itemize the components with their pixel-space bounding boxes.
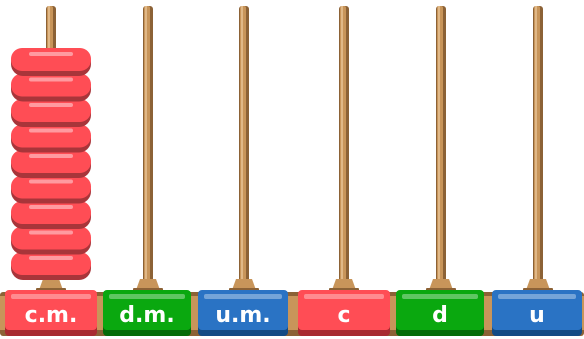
bead-highlight (29, 78, 73, 82)
place-box-highlight (11, 294, 91, 299)
bead[interactable] (11, 176, 91, 199)
place-label-6: u (529, 303, 545, 328)
place-label-2: d.m. (119, 303, 174, 328)
bead[interactable] (11, 150, 91, 173)
bead-highlight (29, 231, 73, 235)
bead-highlight (29, 154, 73, 158)
place-label-1: c.m. (25, 303, 78, 328)
place-box-highlight (204, 294, 282, 299)
bead-highlight (29, 52, 73, 56)
bead[interactable] (11, 48, 91, 71)
place-box-highlight (402, 294, 478, 299)
rod-highlight (145, 6, 147, 286)
bead-highlight (29, 256, 73, 260)
bead-highlight (29, 180, 73, 184)
bead[interactable] (11, 201, 91, 224)
bead[interactable] (11, 227, 91, 250)
bead-highlight (29, 129, 73, 133)
bead[interactable] (11, 252, 91, 275)
place-box-highlight (498, 294, 576, 299)
place-box-highlight (304, 294, 384, 299)
rod-highlight (535, 6, 537, 286)
place-label-4: c (337, 303, 350, 328)
bead[interactable] (11, 125, 91, 148)
bead-highlight (29, 103, 73, 107)
place-box-highlight (109, 294, 185, 299)
rod-highlight (241, 6, 243, 286)
rod-highlight (341, 6, 343, 286)
place-label-5: d (432, 303, 448, 328)
bead[interactable] (11, 99, 91, 122)
rod-highlight (438, 6, 440, 286)
bead-highlight (29, 205, 73, 209)
bead[interactable] (11, 74, 91, 97)
place-label-3: u.m. (215, 303, 270, 328)
